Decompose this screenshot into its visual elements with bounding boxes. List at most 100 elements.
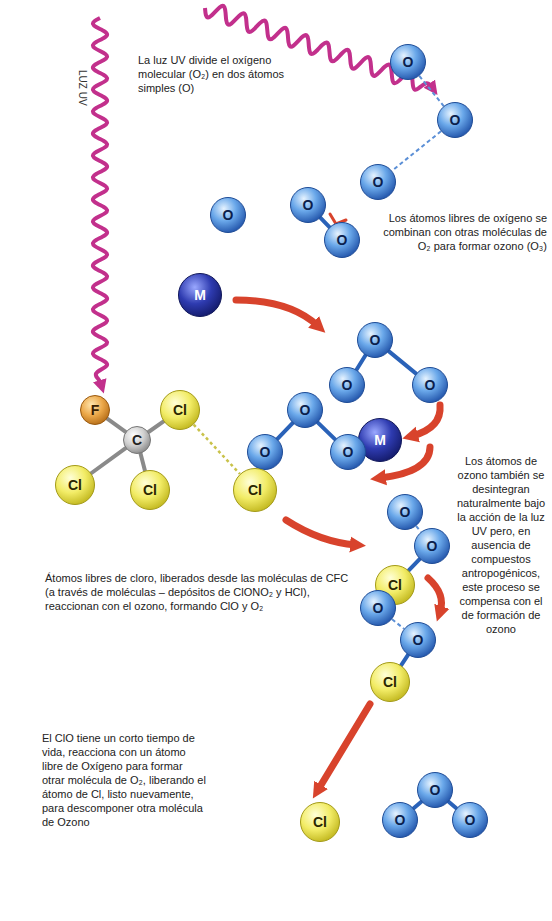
atom-symbol: O [260,445,271,459]
annotation-text: Átomos libres de cloro, liberados desde … [45,572,350,614]
atom-sphere [331,435,366,470]
atom-circle: O [417,772,453,808]
atom-sphere [131,471,170,510]
uv-waves [93,6,432,384]
atom-circle: O [210,197,246,233]
atom-circle: O [390,44,426,80]
atom-sphere [371,663,410,702]
atom-symbol: O [400,505,411,519]
bond-line [148,421,163,432]
atom-sphere [56,466,95,505]
atom-sphere [248,435,283,470]
atom-symbol: Cl [313,815,327,829]
atom-circle: O [412,367,448,403]
atom-symbol: Cl [388,578,402,592]
uv-wave [93,18,107,384]
bond-line [416,526,421,532]
bond-line [91,448,125,473]
atom-symbol: O [430,783,441,797]
atom-sphere [234,469,277,512]
atom-circle: O [324,222,360,258]
bond-line [141,454,145,471]
atom-sphere [179,274,222,317]
atom-circle: O [414,528,450,564]
atom-circle: O [437,102,473,138]
atom-circle: C [123,426,151,454]
atom-sphere [291,188,326,223]
atom-symbol: M [374,433,386,447]
atom-circle: O [400,622,436,658]
atom-symbol: O [370,333,381,347]
atom-circle: Cl [233,468,277,512]
atom-sphere [358,323,393,358]
atom-circle: Cl [300,802,340,842]
reaction-arrow [318,704,370,790]
atom-sphere [161,391,200,430]
atom-circle: O [330,434,366,470]
atom-circle: O [290,187,326,223]
atom-circle: O [360,164,396,200]
atom-circle: Cl [130,470,170,510]
atom-sphere [415,529,450,564]
bond-line [389,351,416,373]
atom-circle: F [80,395,110,425]
atom-sphere [301,803,340,842]
atom-circle: O [357,322,393,358]
atom-symbol: O [450,113,461,127]
bond-line [318,423,335,440]
atom-sphere [453,803,488,838]
bond-line [357,355,366,369]
atom-symbol: O [342,378,353,392]
atom-symbol: F [91,403,100,417]
atom-circle: O [287,392,323,428]
annotation-text: La luz UV divide el oxígeno molecular (O… [138,54,313,96]
atom-symbol: C [132,433,142,447]
bond-line [419,76,443,106]
atom-symbol: O [465,813,476,827]
bond-line [401,655,408,665]
atom-sphere [288,393,323,428]
bond-line [194,425,240,474]
atom-symbol: O [337,233,348,247]
atom-symbol: Cl [68,478,82,492]
atom-sphere [438,103,473,138]
bond-line [392,131,441,170]
atom-circle: O [360,590,396,626]
atom-symbol: O [395,813,406,827]
atom-symbol: M [194,288,206,302]
bond-line [277,423,292,439]
atom-symbol: Cl [248,483,262,497]
atom-sphere [361,591,396,626]
atom-symbol: Cl [383,675,397,689]
bond-line [449,802,457,809]
bond-line [414,802,422,809]
annotation-text: Los átomos libres de oxígeno se combinan… [383,212,547,254]
uv-label: LUZ UV [75,70,88,106]
annotation-text: El ClO tiene un corto tiempo de vida, re… [42,732,207,830]
annotation-text: Los átomos de ozono también se desintegr… [455,455,547,637]
bond-line [409,559,420,570]
bond-line [107,419,125,432]
atom-symbol: Cl [173,403,187,417]
atom-symbol: O [223,208,234,222]
atom-sphere [211,198,246,233]
atom-symbol: Cl [143,483,157,497]
atom-sphere [361,165,396,200]
reaction-arrow [236,300,318,326]
atom-sphere [330,368,365,403]
atom-symbol: O [373,601,384,615]
atom-circle: O [329,367,365,403]
atom-sphere [124,427,151,454]
reaction-arrow [412,405,440,436]
atom-sphere [81,396,110,425]
atom-circle: O [452,802,488,838]
atom-symbol: O [403,55,414,69]
atom-circle: O [247,434,283,470]
bond-line [321,218,330,227]
atom-symbol: O [413,633,424,647]
atom-symbol: O [300,403,311,417]
atom-circle: M [178,273,222,317]
atom-circle: Cl [55,465,95,505]
atom-circle: O [382,802,418,838]
